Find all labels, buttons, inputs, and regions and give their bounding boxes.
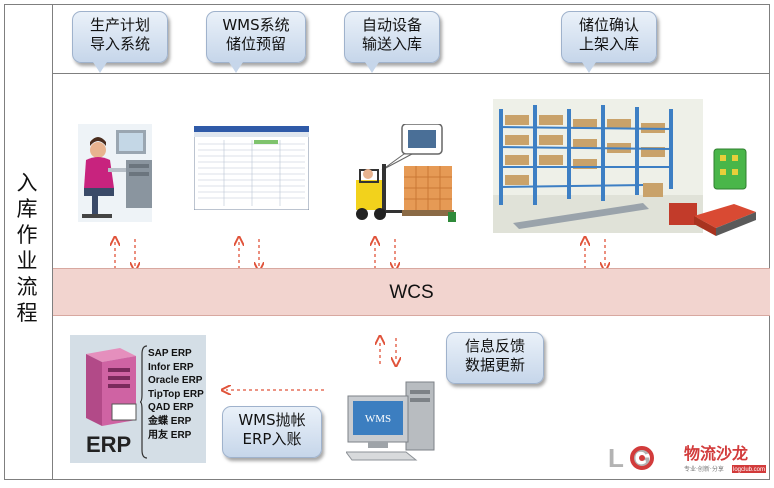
callout-step-3-line2: 输送入库	[361, 35, 422, 53]
tote-container-illustration	[713, 148, 747, 190]
callout-post-line2: ERP入账	[242, 430, 302, 448]
callout-step-3-line1: 自动设备	[361, 16, 422, 34]
callout-step-1-line2: 导入系统	[89, 35, 150, 53]
wcs-label: WCS	[389, 282, 434, 303]
callout-post: WMS抛帐 ERP入账	[222, 406, 322, 458]
forklift-illustration	[356, 124, 456, 222]
wms-computer-illustration: WMS	[346, 381, 435, 461]
callout-step-4-line2: 上架入库	[578, 35, 639, 53]
arrows-lower	[370, 334, 406, 368]
callout-tail	[229, 62, 243, 73]
wms-screen-label: WMS	[365, 413, 391, 425]
arrows-upper	[53, 235, 770, 271]
callout-step-2-line2: 储位预留	[225, 35, 286, 53]
erp-system-item: Oracle ERP	[148, 375, 203, 387]
erp-system-item: 金蝶 ERP	[148, 415, 192, 427]
erp-system-item: 用友 ERP	[148, 429, 192, 441]
diagram-frame	[4, 4, 770, 480]
callout-tail	[365, 62, 379, 73]
wcs-band: WCS	[53, 268, 770, 316]
logo-brand: 物流沙龙	[684, 444, 748, 463]
callout-step-2-line1: WMS系统	[222, 16, 290, 34]
erp-system-item: Infor ERP	[148, 361, 194, 373]
callout-feedback-line1: 信息反馈	[464, 337, 525, 355]
erp-system-item: TipTop ERP	[148, 388, 204, 400]
logclub-logo-graphic: L G 物流沙龙 专业·创新·分享 logclub.com	[608, 443, 766, 473]
callout-step-1-line1: 生产计划	[89, 16, 150, 34]
logo-url: logclub.com	[733, 467, 765, 473]
callout-tail	[93, 62, 107, 73]
erp-system-item: SAP ERP	[148, 348, 192, 359]
erp-bracket	[140, 345, 148, 459]
erp-system-list: SAP ERP Infor ERP Oracle ERP TipTop ERP …	[148, 347, 204, 442]
arrow-to-erp	[218, 382, 324, 398]
callout-step-4: 储位确认 上架入库	[561, 11, 657, 73]
side-label: 入库作业流程	[16, 171, 38, 325]
callout-step-2: WMS系统 储位预留	[206, 11, 306, 73]
logclub-logo: L G 物流沙龙 专业·创新·分享 logclub.com	[606, 437, 768, 477]
callout-step-4-line1: 储位确认	[578, 16, 639, 34]
wms-software-screenshot	[194, 126, 309, 210]
erp-system-item: QAD ERP	[148, 402, 194, 414]
warehouse-racking-illustration	[493, 99, 703, 233]
operator-workstation-illustration	[78, 124, 152, 222]
logo-tagline: 专业·创新·分享	[684, 465, 724, 473]
callout-step-1: 生产计划 导入系统	[72, 11, 168, 73]
divider-top	[53, 73, 770, 74]
callout-post-line1: WMS抛帐	[238, 411, 306, 429]
callout-tail	[582, 62, 596, 73]
callout-step-3: 自动设备 输送入库	[344, 11, 440, 73]
erp-title: ERP	[86, 432, 132, 457]
callout-feedback-line2: 数据更新	[464, 356, 525, 374]
erp-server-illustration	[86, 348, 137, 426]
side-column	[4, 4, 53, 480]
callout-feedback: 信息反馈 数据更新	[446, 332, 544, 384]
agv-vehicle-illustration	[694, 204, 756, 236]
